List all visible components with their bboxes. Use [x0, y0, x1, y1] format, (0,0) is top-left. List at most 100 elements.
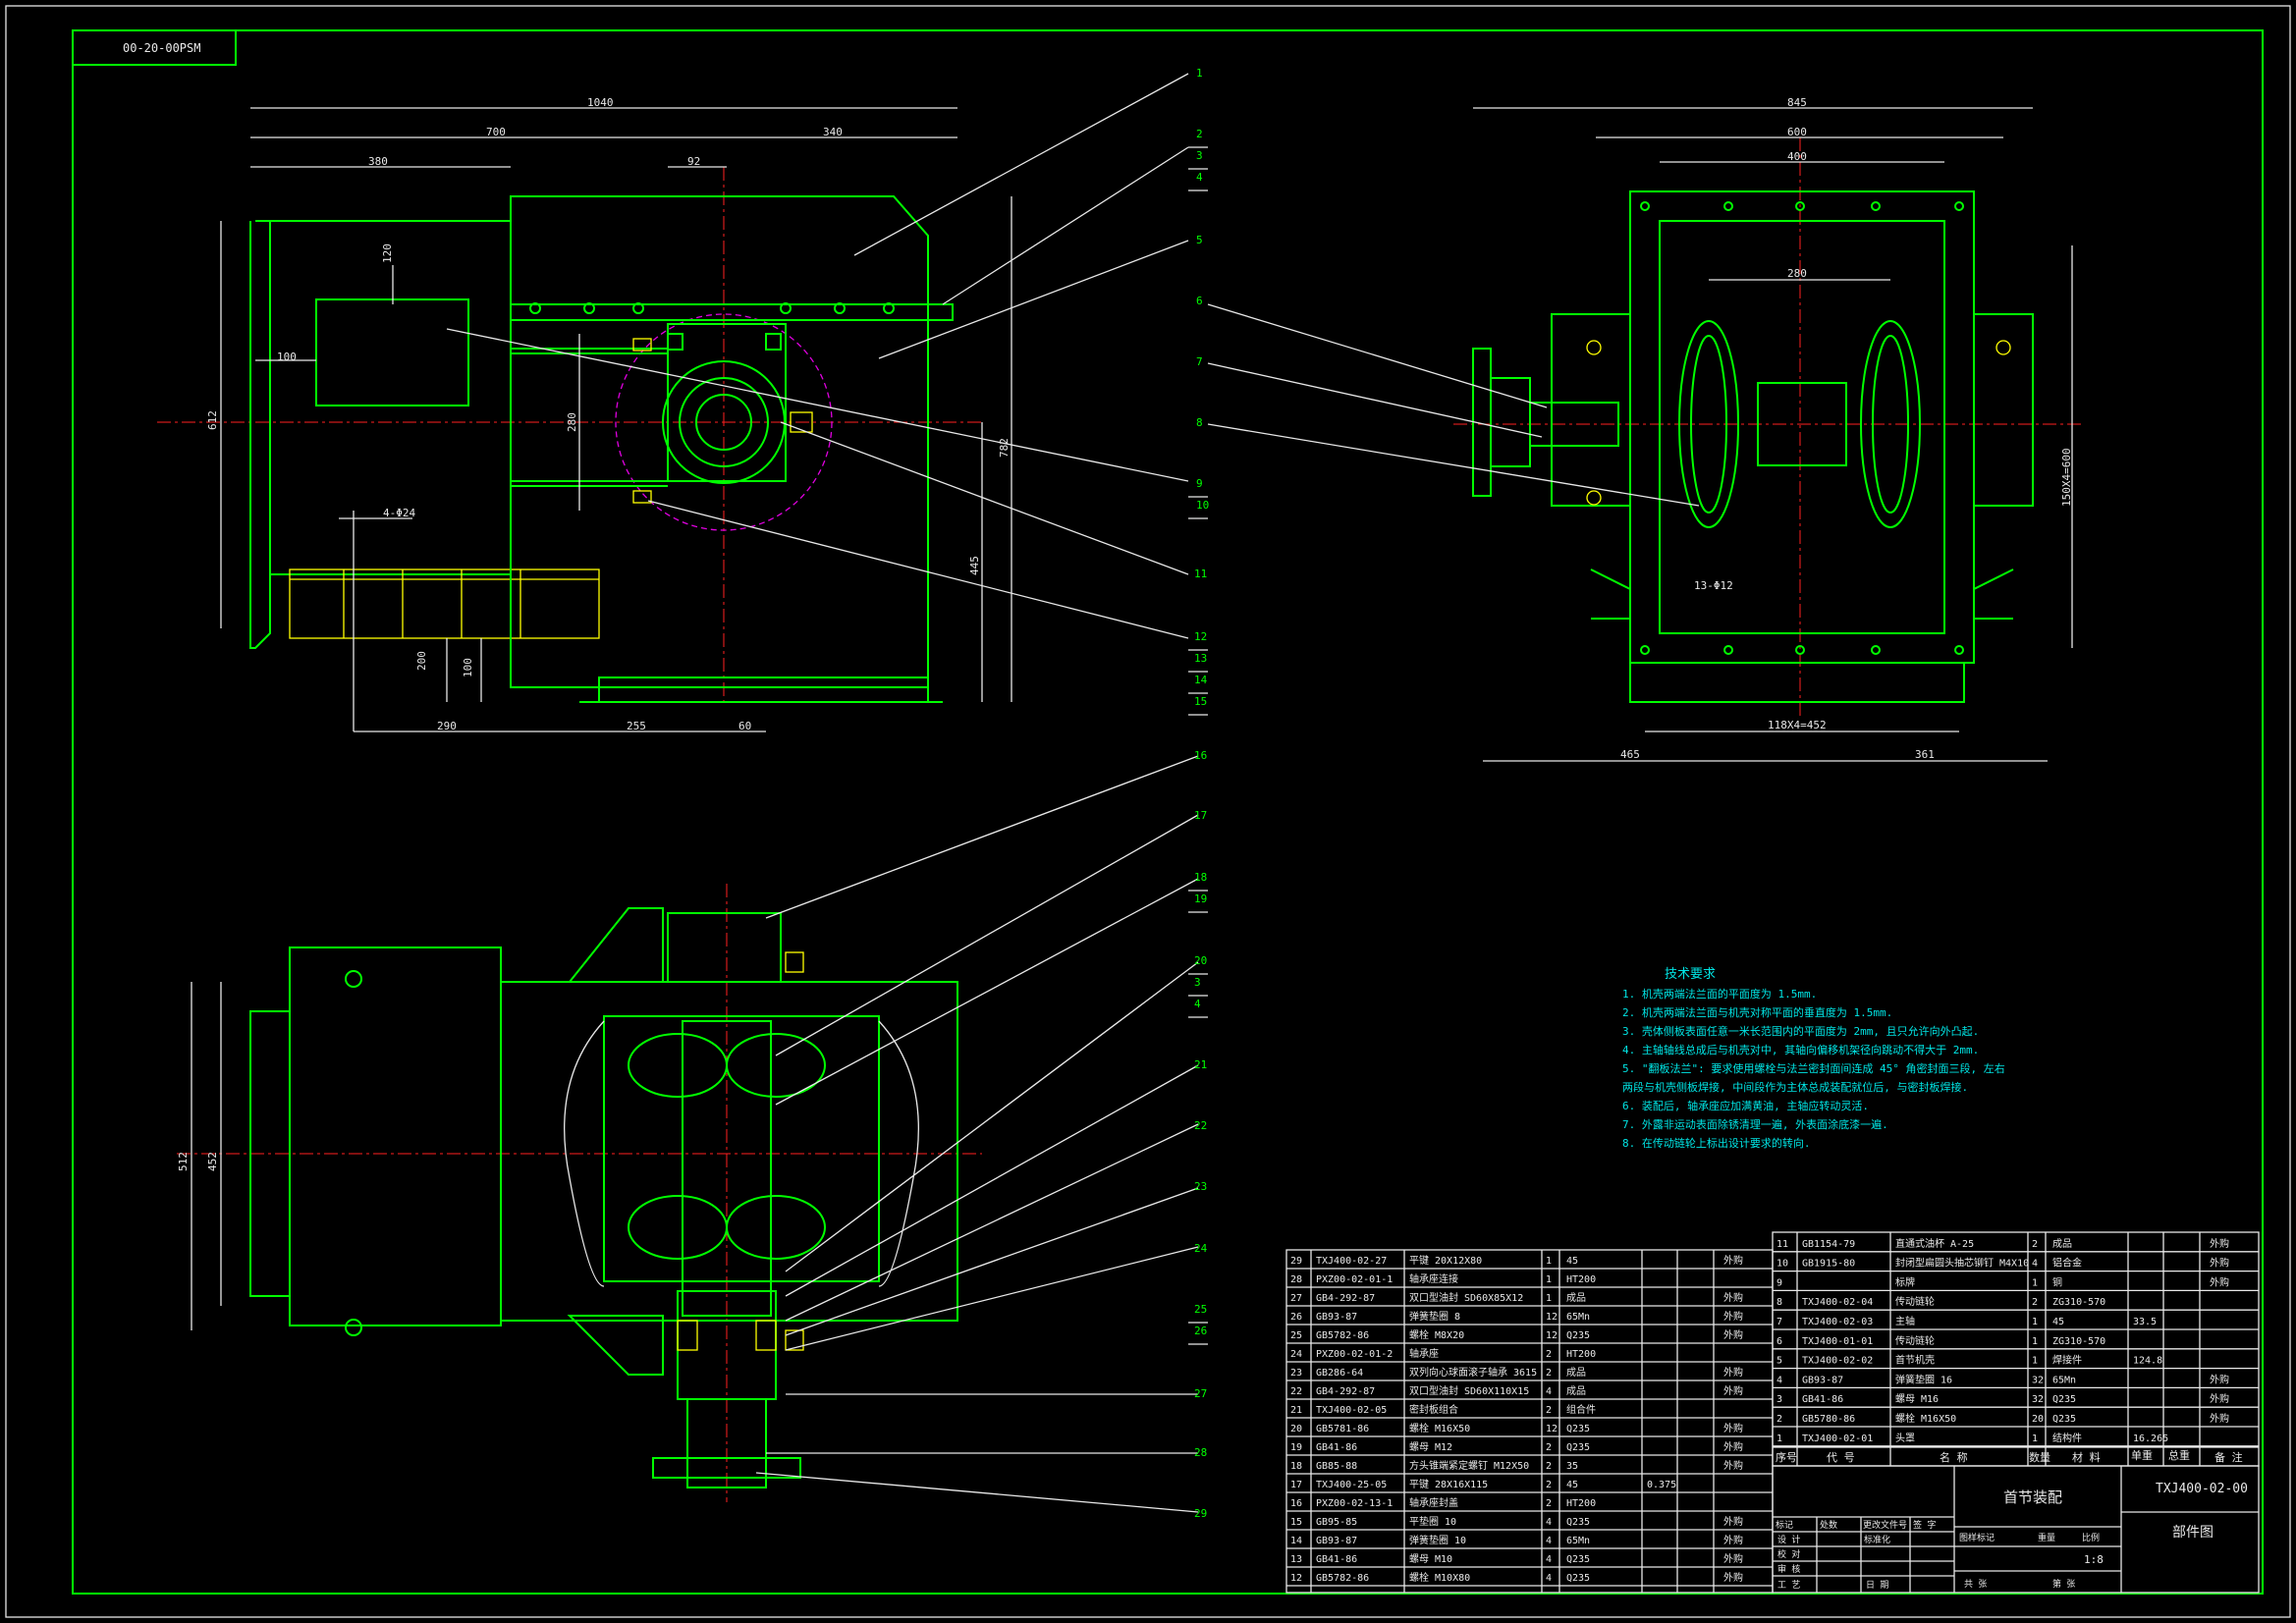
- bom-cell-name: 弹簧垫圈 16: [1895, 1373, 1952, 1385]
- bom-cell-name: 螺母 M16: [1895, 1393, 1939, 1405]
- bom-cell-no: 3: [1777, 1394, 1782, 1405]
- bom-cell-name: 双口型油封 SD60X110X15: [1409, 1384, 1529, 1397]
- bom-cell-mat: 成品: [1566, 1385, 1586, 1397]
- bom-cell-note: 外购: [1723, 1534, 1743, 1546]
- svg-text:图样标记: 图样标记: [1959, 1532, 1995, 1543]
- code-box: [73, 30, 237, 66]
- bom-cell-no: 2: [1777, 1414, 1782, 1425]
- bom-cell-note: 外购: [1723, 1254, 1743, 1267]
- drawing-code: 00-20-00PSM: [123, 41, 200, 55]
- svg-text:26: 26: [1194, 1325, 1207, 1337]
- bom-cell-code: TXJ400-01-01: [1802, 1336, 1873, 1347]
- bom-cell-name: 弹簧垫圈 10: [1409, 1534, 1466, 1546]
- svg-text:材 料: 材 料: [2072, 1450, 2101, 1464]
- bom-cell-name: 螺母 M10: [1409, 1553, 1452, 1565]
- svg-text:7: 7: [1196, 355, 1203, 368]
- svg-text:第 张: 第 张: [2052, 1578, 2075, 1590]
- bom-cell-code: GB93-87: [1316, 1312, 1357, 1323]
- svg-text:标准化: 标准化: [1864, 1534, 1890, 1545]
- bom-cell-note: 外购: [1723, 1384, 1743, 1397]
- bom-cell-code: GB41-86: [1316, 1554, 1357, 1565]
- bom-cell-qty: 1: [1546, 1256, 1552, 1267]
- bom-cell-name: 方头锥端紧定螺钉 M12X50: [1409, 1459, 1529, 1472]
- bom-cell-code: GB5782-86: [1316, 1573, 1369, 1584]
- svg-text:4: 4: [1194, 998, 1201, 1010]
- bom-cell-mat: ZG310-570: [2052, 1297, 2105, 1308]
- bom-cell-mat: Q235: [1566, 1573, 1590, 1584]
- svg-text:600: 600: [1787, 126, 1807, 138]
- svg-text:1: 1: [1196, 67, 1203, 80]
- bom-cell-qty: 1: [1546, 1274, 1552, 1285]
- bom-cell-mat: 铜: [2052, 1276, 2062, 1288]
- svg-text:280: 280: [566, 412, 578, 432]
- svg-text:12: 12: [1194, 630, 1207, 643]
- bom-cell-qty: 1: [2032, 1434, 2038, 1444]
- svg-text:120: 120: [381, 243, 394, 263]
- svg-text:24: 24: [1194, 1242, 1208, 1255]
- svg-text:13-Φ12: 13-Φ12: [1694, 579, 1733, 592]
- balloon-numbers: 1 2 3 4 5 6 7 8 9 10 11 12 13 14 15 16 1…: [1194, 67, 1209, 1520]
- bom-cell-no: 29: [1290, 1256, 1302, 1267]
- bom-cell-note: 外购: [2210, 1275, 2229, 1288]
- svg-text:10: 10: [1196, 499, 1209, 512]
- bom-cell-qty: 12: [1546, 1424, 1558, 1434]
- bom-cell-code: TXJ400-02-05: [1316, 1405, 1387, 1416]
- bom-cell-qty: 2: [1546, 1405, 1552, 1416]
- bom-cell-qty: 1: [1546, 1293, 1552, 1304]
- bom-cell-code: GB41-86: [1316, 1442, 1357, 1453]
- svg-text:技术要求: 技术要求: [1665, 967, 1716, 982]
- bom-cell-qty: 4: [1546, 1386, 1552, 1397]
- svg-text:4. 主轴轴线总成后与机壳对中, 其轴向偏移机架径向跳动不得: 4. 主轴轴线总成后与机壳对中, 其轴向偏移机架径向跳动不得大于 2mm.: [1622, 1043, 1979, 1056]
- svg-text:3: 3: [1196, 149, 1203, 162]
- bom-cell-qty: 20: [2032, 1414, 2044, 1425]
- bom-cell-no: 19: [1290, 1442, 1302, 1453]
- svg-text:更改文件号: 更改文件号: [1863, 1519, 1907, 1531]
- tech-requirements: 技术要求 1. 机壳两端法兰面的平面度为 1.5mm. 2. 机壳两端法兰面与机…: [1622, 967, 2005, 1150]
- svg-text:20: 20: [1194, 954, 1207, 967]
- svg-text:4: 4: [1196, 171, 1203, 184]
- svg-text:名 称: 名 称: [1940, 1450, 1968, 1464]
- bom-cell-mat: HT200: [1566, 1498, 1596, 1509]
- svg-text:17: 17: [1194, 809, 1207, 822]
- bom-cell-qty: 2: [1546, 1461, 1552, 1472]
- svg-text:200: 200: [415, 651, 428, 671]
- bom-cell-name: 双列向心球面滚子轴承 3615: [1409, 1366, 1537, 1379]
- bom-cell-no: 10: [1777, 1259, 1788, 1270]
- svg-text:700: 700: [486, 126, 506, 138]
- svg-text:代 号: 代 号: [1827, 1451, 1855, 1464]
- bom-cell-qty: 32: [2032, 1394, 2044, 1405]
- bom-cell-name: 轴承座封盖: [1409, 1496, 1458, 1509]
- bom-cell-name: 主轴: [1895, 1315, 1915, 1327]
- bom-cell-code: TXJ400-25-05: [1316, 1480, 1387, 1490]
- bom-cell-qty: 1: [2032, 1356, 2038, 1367]
- bom-cell-name: 平键 20X12X80: [1409, 1254, 1482, 1267]
- svg-text:845: 845: [1787, 96, 1807, 109]
- bom-cell-no: 14: [1290, 1536, 1302, 1546]
- balloon-dividers: [1188, 146, 1208, 1345]
- bom-cell-no: 6: [1777, 1336, 1782, 1347]
- svg-text:两段与机壳侧板焊接, 中间段作为主体总成装配就位后, 与密封: 两段与机壳侧板焊接, 中间段作为主体总成装配就位后, 与密封板焊接.: [1622, 1080, 1968, 1094]
- title-block-scale: 1:8: [2084, 1553, 2104, 1566]
- bom-cell-name: 传动链轮: [1895, 1334, 1935, 1347]
- bom-cell-w: 124.8: [2133, 1356, 2162, 1367]
- svg-text:总重: 总重: [2168, 1448, 2190, 1462]
- svg-text:452: 452: [206, 1152, 219, 1171]
- svg-text:3. 壳体侧板表面任意一米长范围内的平面度为 2mm, 且只: 3. 壳体侧板表面任意一米长范围内的平面度为 2mm, 且只允许向外凸起.: [1622, 1024, 1979, 1038]
- bom-cell-code: TXJ400-02-27: [1316, 1256, 1387, 1267]
- bom-cell-no: 11: [1777, 1239, 1788, 1250]
- bom-cell-w: 0.375: [1647, 1480, 1676, 1490]
- bom-cell-note: 外购: [1723, 1571, 1743, 1584]
- bom-cell-note: 外购: [1723, 1366, 1743, 1379]
- bom-cell-qty: 32: [2032, 1375, 2044, 1385]
- bom-cell-mat: 铝合金: [2052, 1257, 2082, 1270]
- title-block-type: 部件图: [2172, 1525, 2214, 1541]
- svg-text:445: 445: [968, 556, 981, 575]
- bom-cell-code: GB5780-86: [1802, 1414, 1855, 1425]
- svg-text:7. 外露非运动表面除锈清理一遍, 外表面涂底漆一遍.: 7. 外露非运动表面除锈清理一遍, 外表面涂底漆一遍.: [1622, 1117, 1888, 1131]
- svg-text:280: 280: [1787, 267, 1807, 280]
- bom-cell-no: 28: [1290, 1274, 1302, 1285]
- bom-cell-mat: Q235: [1566, 1517, 1590, 1528]
- bom-cell-note: 外购: [1723, 1328, 1743, 1341]
- svg-text:782: 782: [998, 438, 1011, 458]
